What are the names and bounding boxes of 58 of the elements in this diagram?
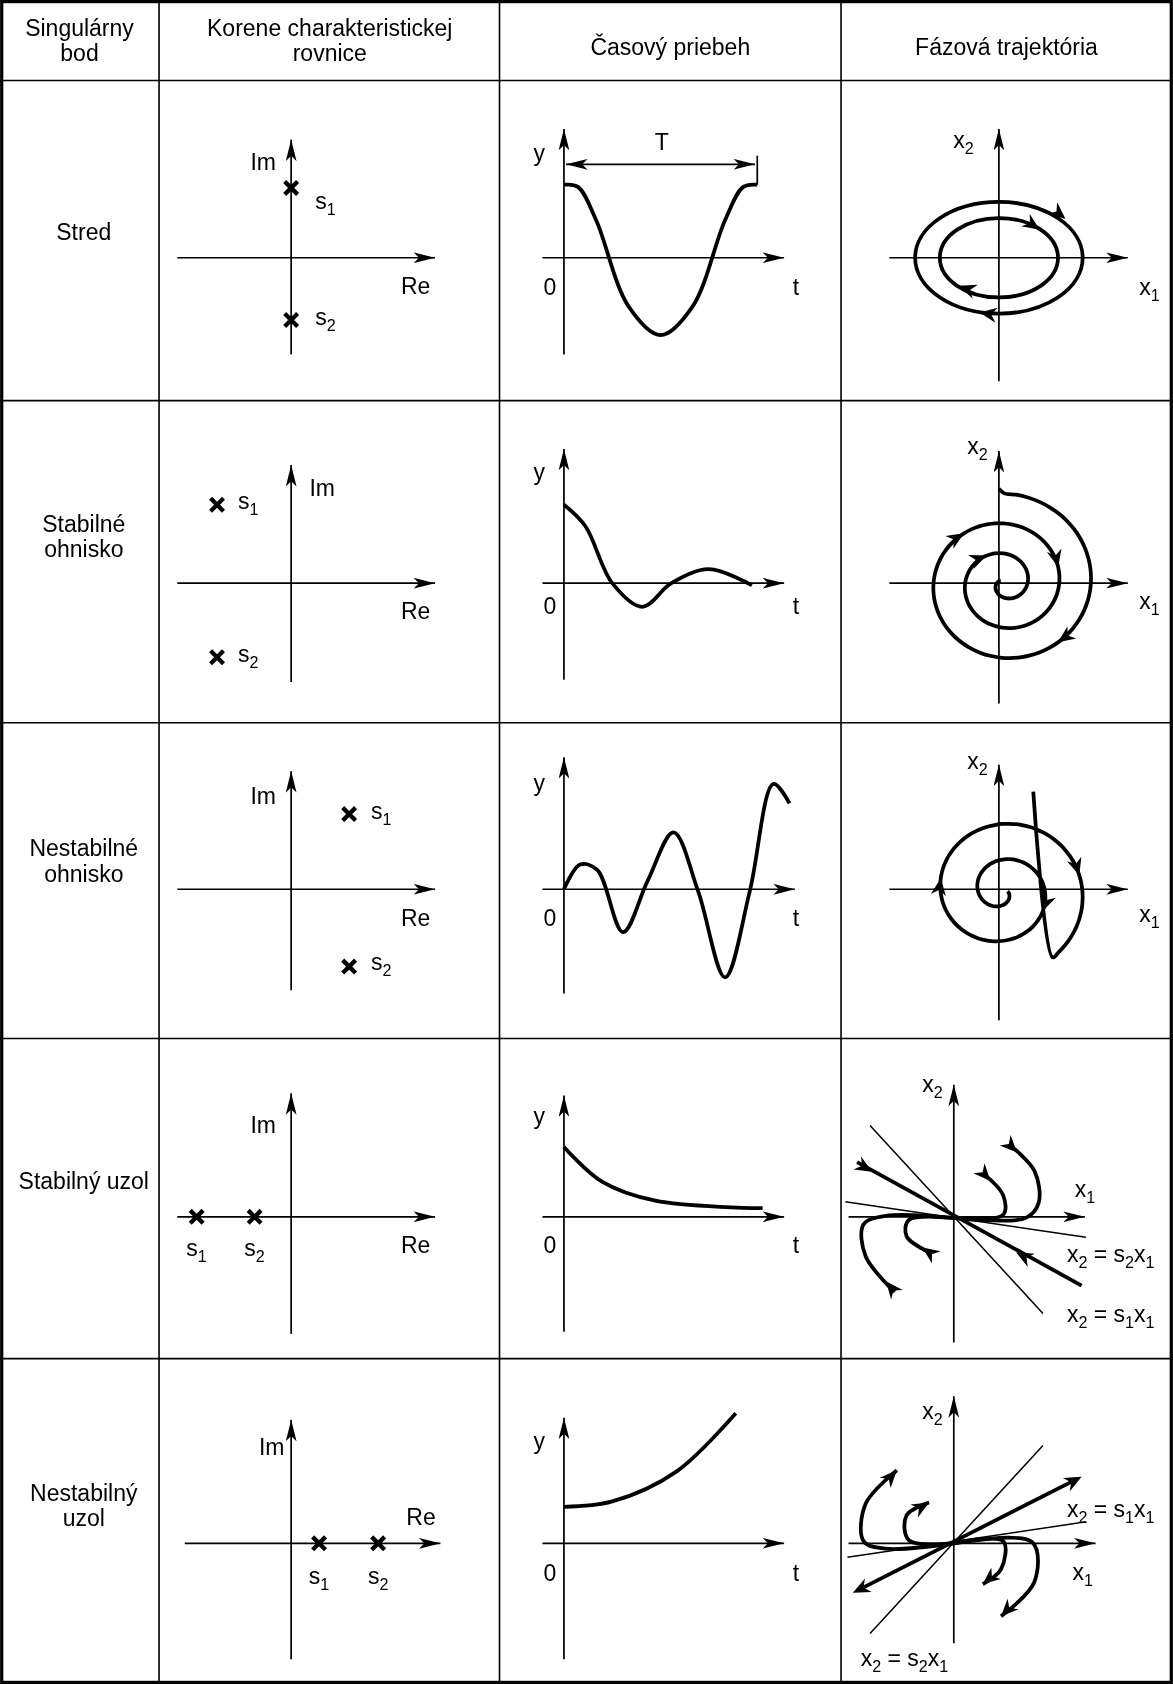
plot-label: s$_{1}$	[186, 1236, 207, 1267]
plot-label: x$_{1}$	[1139, 589, 1160, 619]
plot-label: T	[654, 130, 669, 156]
plot-label: y	[533, 140, 545, 167]
plot-label: 0	[543, 275, 557, 301]
plot-label: s$_{1}$	[371, 799, 392, 829]
plot-label: Im	[250, 150, 276, 176]
plot-label: t	[792, 594, 800, 620]
row-header: Stred	[55, 220, 113, 246]
plot-label: Re	[401, 906, 431, 933]
plot-label: x$_{2}$ = s$_{1}$x$_{1}$	[1066, 1302, 1155, 1332]
plot-label: x$_{2}$	[967, 749, 988, 779]
plot-label: Re	[406, 1505, 436, 1531]
column-header: Fázová trajektória	[915, 35, 1098, 61]
plot-label: 0	[543, 1561, 557, 1587]
plot-label: x$_{2}$	[922, 1398, 943, 1429]
row-header: Nestabilné ohnisko	[28, 836, 140, 887]
plot-label: s$_{2}$	[367, 1564, 389, 1594]
plot-label: y	[533, 460, 545, 486]
plot-label: Im	[259, 1435, 285, 1461]
plot-label: Re	[401, 274, 431, 300]
plot-label: y	[533, 1104, 545, 1130]
plot-label: Im	[250, 1113, 276, 1139]
plot-label: s$_{1}$	[315, 189, 336, 219]
plot-label: x$_{2}$ = s$_{2}$x$_{1}$	[1066, 1242, 1155, 1272]
plot-label: s$_{1}$	[237, 489, 259, 519]
column-header: Singulárny bod	[24, 15, 135, 67]
column-header: Časový priebeh	[590, 35, 751, 61]
plot-label: Im	[309, 476, 336, 502]
plot-label: x$_{1}$	[1139, 275, 1160, 305]
plot-label: 0	[543, 1233, 557, 1259]
plot-label: t	[792, 906, 800, 933]
plot-label: 0	[543, 906, 557, 933]
row-header: Stabilné ohnisko	[41, 511, 127, 563]
plot-label: x$_{2}$ = s$_{2}$x$_{1}$	[860, 1646, 949, 1676]
row-header: Nestabilný uzol	[29, 1480, 139, 1532]
plot-label: s$_{2}$	[315, 305, 336, 335]
plot-label: s$_{1}$	[308, 1564, 330, 1594]
column-header: Korene charakteristickej rovnice	[206, 15, 454, 67]
plot-label: s$_{2}$	[244, 1236, 265, 1267]
plot-label: y	[533, 1428, 545, 1455]
plot-label: Re	[401, 599, 431, 625]
plot-label: s$_{2}$	[371, 949, 392, 980]
plot-label: x$_{1}$	[1074, 1177, 1096, 1207]
plot-label: s$_{2}$	[237, 642, 259, 673]
plot-label: t	[792, 275, 800, 301]
plot-label: 0	[543, 594, 557, 620]
plot-label: Im	[250, 784, 276, 810]
plot-label: x$_{2}$	[967, 434, 988, 464]
plot-label: x$_{2}$	[953, 128, 974, 158]
plot-label: x$_{1}$	[1072, 1560, 1093, 1590]
plot-label: Re	[401, 1233, 431, 1259]
plot-label: y	[533, 771, 545, 797]
plot-label: x$_{2}$	[922, 1072, 943, 1102]
plot-label: x$_{1}$	[1139, 902, 1160, 932]
plot-label: t	[792, 1561, 800, 1587]
row-header: Stabilný uzol	[17, 1168, 150, 1195]
plot-label: t	[792, 1233, 800, 1259]
